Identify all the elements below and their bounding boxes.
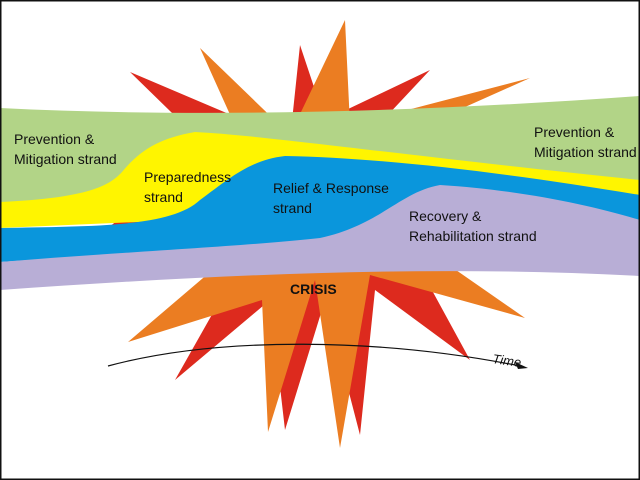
prevention-left-label-line1: Prevention & (14, 131, 95, 147)
prevention-right-label-line1: Prevention & (534, 124, 615, 140)
prevention-left-label-line2: Mitigation strand (14, 151, 117, 167)
relief-label-line1: Relief & Response (273, 180, 389, 196)
labels: Prevention & Mitigation strand Preventio… (14, 124, 637, 370)
relief-label-line2: strand (273, 200, 312, 216)
relief-response-strand (0, 156, 640, 262)
strands (0, 96, 640, 290)
time-arrow (107, 343, 528, 369)
arrow-right-icon (515, 362, 528, 369)
preparedness-label-line1: Preparedness (144, 169, 231, 185)
preparedness-label-line2: strand (144, 189, 183, 205)
crisis-label: CRISIS (290, 281, 337, 297)
time-arrow-curve (107, 343, 521, 367)
recovery-rehabilitation-strand (0, 185, 640, 290)
prevention-right-label-line2: Mitigation strand (534, 144, 637, 160)
recovery-label-line1: Recovery & (409, 208, 482, 224)
recovery-label-line2: Rehabilitation strand (409, 228, 537, 244)
time-label: Time (492, 351, 523, 370)
